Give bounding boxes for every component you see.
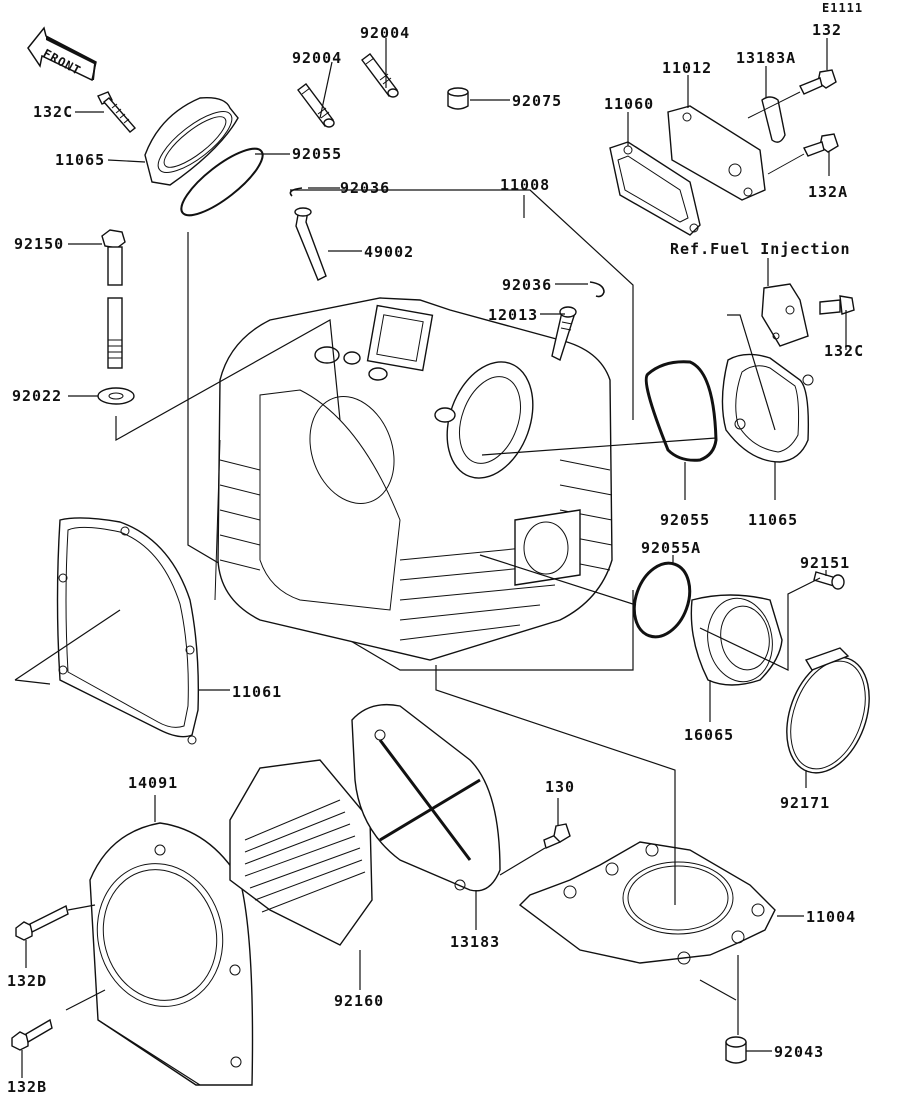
label-92151[interactable]: 92151 bbox=[800, 554, 850, 572]
intake-cover-11065-right bbox=[721, 353, 814, 463]
label-11061[interactable]: 11061 bbox=[232, 683, 282, 701]
label-92004-a[interactable]: 92004 bbox=[292, 49, 342, 67]
label-92160[interactable]: 92160 bbox=[334, 992, 384, 1010]
label-49002[interactable]: 49002 bbox=[364, 243, 414, 261]
label-14091[interactable]: 14091 bbox=[128, 774, 178, 792]
oring-92055a bbox=[632, 561, 692, 639]
plate-11012 bbox=[667, 105, 766, 201]
clip-13183a bbox=[761, 96, 786, 143]
label-132d[interactable]: 132D bbox=[7, 972, 47, 990]
regulator-92160 bbox=[229, 759, 373, 946]
bolt-130 bbox=[543, 823, 571, 849]
label-132c-right[interactable]: 132C bbox=[824, 342, 864, 360]
label-132a[interactable]: 132A bbox=[808, 183, 848, 201]
diagram-code: E1111 bbox=[822, 1, 863, 15]
label-92043[interactable]: 92043 bbox=[774, 1043, 824, 1061]
leader-lines bbox=[14, 38, 847, 1086]
washer-92022 bbox=[97, 387, 135, 405]
label-132[interactable]: 132 bbox=[812, 21, 842, 39]
bolt-132b bbox=[11, 1018, 53, 1051]
label-130[interactable]: 130 bbox=[545, 778, 575, 796]
label-92171[interactable]: 92171 bbox=[780, 794, 830, 812]
bolt-132 bbox=[747, 69, 837, 119]
label-132c-top[interactable]: 132C bbox=[33, 103, 73, 121]
shroud-14091 bbox=[89, 822, 254, 1086]
oring-92055-top bbox=[180, 147, 264, 217]
reference-note: Ref.Fuel Injection bbox=[670, 240, 851, 258]
label-92055a[interactable]: 92055A bbox=[641, 539, 701, 557]
bolt-132c-right bbox=[819, 295, 855, 315]
label-132b[interactable]: 132B bbox=[7, 1078, 47, 1096]
valve-guide-49002 bbox=[294, 207, 327, 281]
label-11065-right[interactable]: 11065 bbox=[748, 511, 798, 529]
clip-92036-mid bbox=[589, 281, 605, 298]
head-gasket-11004 bbox=[518, 841, 776, 965]
valve-guide-12013 bbox=[551, 306, 577, 361]
label-16065[interactable]: 16065 bbox=[684, 726, 734, 744]
label-92075[interactable]: 92075 bbox=[512, 92, 562, 110]
intake-joint-16065 bbox=[690, 594, 783, 686]
label-92022[interactable]: 92022 bbox=[12, 387, 62, 405]
dowel-92043 bbox=[725, 1036, 747, 1064]
bracket-fuel-injection bbox=[761, 283, 809, 347]
label-11060[interactable]: 11060 bbox=[604, 95, 654, 113]
label-13183[interactable]: 13183 bbox=[450, 933, 500, 951]
label-11008[interactable]: 11008 bbox=[500, 176, 550, 194]
dowel-92075 bbox=[447, 87, 469, 110]
stud-92004-b bbox=[361, 53, 399, 98]
label-11065-top[interactable]: 11065 bbox=[55, 151, 105, 169]
clip-92036-top bbox=[289, 187, 303, 197]
label-12013[interactable]: 12013 bbox=[488, 306, 538, 324]
label-13183a[interactable]: 13183A bbox=[736, 49, 796, 67]
label-92036-mid[interactable]: 92036 bbox=[502, 276, 552, 294]
stud-92004-a bbox=[297, 83, 335, 128]
label-92055-top[interactable]: 92055 bbox=[292, 145, 342, 163]
cylinder-head-11008 bbox=[187, 189, 634, 671]
label-92036-top[interactable]: 92036 bbox=[340, 179, 390, 197]
intake-cover-11065-top bbox=[144, 97, 239, 186]
label-11012[interactable]: 11012 bbox=[662, 59, 712, 77]
gasket-11061 bbox=[56, 517, 200, 745]
cover-13183 bbox=[351, 703, 501, 892]
bolt-132c-top bbox=[97, 91, 137, 133]
oring-92055-right bbox=[644, 360, 718, 462]
label-11004[interactable]: 11004 bbox=[806, 908, 856, 926]
bolt-132a bbox=[767, 133, 839, 175]
label-92150[interactable]: 92150 bbox=[14, 235, 64, 253]
label-92055-right[interactable]: 92055 bbox=[660, 511, 710, 529]
clamp-92171 bbox=[786, 647, 870, 774]
bolt-132d bbox=[15, 904, 69, 941]
screw-92151 bbox=[813, 571, 845, 590]
bolt-92150 bbox=[101, 229, 126, 369]
front-arrow-icon: FRONT bbox=[27, 26, 97, 82]
label-92004-b[interactable]: 92004 bbox=[360, 24, 410, 42]
